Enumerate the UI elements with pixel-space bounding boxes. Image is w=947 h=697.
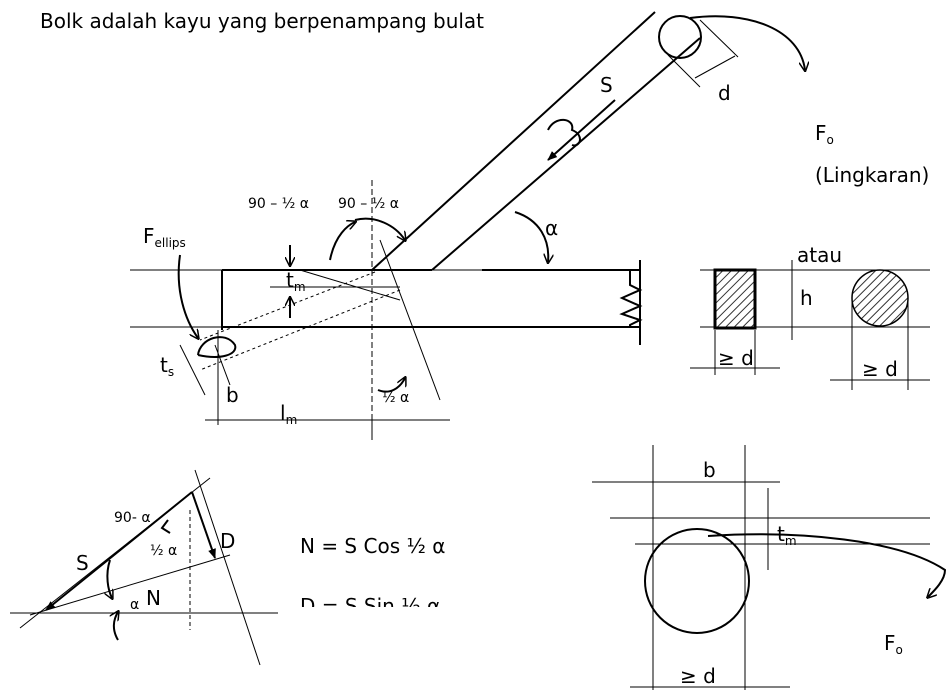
label-ts: ts — [160, 353, 174, 379]
section-detail: b tm Fo ≥ d — [592, 445, 947, 690]
fo-arrow — [689, 15, 805, 70]
page-title: Bolk adalah kayu yang berpenampang bulat — [40, 9, 484, 33]
label-F-ellips: Fellips — [143, 224, 186, 250]
bolt-top-circle — [658, 15, 702, 59]
tri-label-alpha: α — [130, 597, 139, 613]
vector-S — [45, 491, 193, 611]
label-d: d — [718, 81, 731, 105]
section-label-b: b — [703, 458, 716, 482]
label-tm: tm — [286, 268, 306, 294]
force-triangle: S 90- α ½ α D α N — [10, 469, 278, 666]
label-ge-d-circle: ≥ d — [862, 357, 898, 381]
section-label-Fo: Fo — [884, 631, 903, 657]
rect-section — [713, 268, 757, 330]
formula-N: N = S Cos ½ α — [300, 534, 445, 558]
section-label-tm: tm — [777, 522, 797, 548]
label-h: h — [800, 286, 813, 310]
label-alpha: α — [545, 216, 558, 240]
joint-elevation: S d Fo (Lingkaran) 90 – ½ α 90 – ½ α α F… — [130, 11, 930, 440]
bolt-head-diagonal — [547, 118, 581, 147]
label-lm: lm — [280, 401, 297, 427]
circle-section — [851, 269, 909, 327]
label-S: S — [600, 73, 613, 97]
section-label-ge-d: ≥ d — [680, 664, 716, 688]
bolt-head-ellips — [197, 336, 237, 358]
label-half-alpha: ½ α — [382, 390, 409, 406]
tri-label-N: N — [146, 586, 161, 610]
label-ge-d-rect: ≥ d — [718, 346, 754, 370]
label-lingkaran: (Lingkaran) — [815, 163, 929, 187]
label-b: b — [226, 383, 239, 407]
diagonal-member-lower — [431, 37, 701, 271]
tri-label-S: S — [76, 551, 89, 575]
section-circle — [644, 528, 750, 634]
tri-label-D: D — [220, 529, 235, 553]
tri-label-half-alpha: ½ α — [150, 543, 177, 559]
label-Fo: Fo — [815, 121, 834, 147]
break-symbol — [619, 270, 643, 327]
formula-D: D = S Sin ½ α — [300, 594, 440, 618]
vector-D — [191, 491, 216, 559]
tri-label-angle-top: 90- α — [114, 510, 151, 526]
label-angle-left: 90 – ½ α — [248, 196, 309, 212]
diagonal-member-upper — [371, 11, 656, 271]
force-arrow-S — [547, 99, 616, 161]
label-angle-right: 90 – ½ α — [338, 196, 399, 212]
section-fo-arrow — [707, 533, 947, 597]
label-atau: atau — [797, 243, 842, 267]
